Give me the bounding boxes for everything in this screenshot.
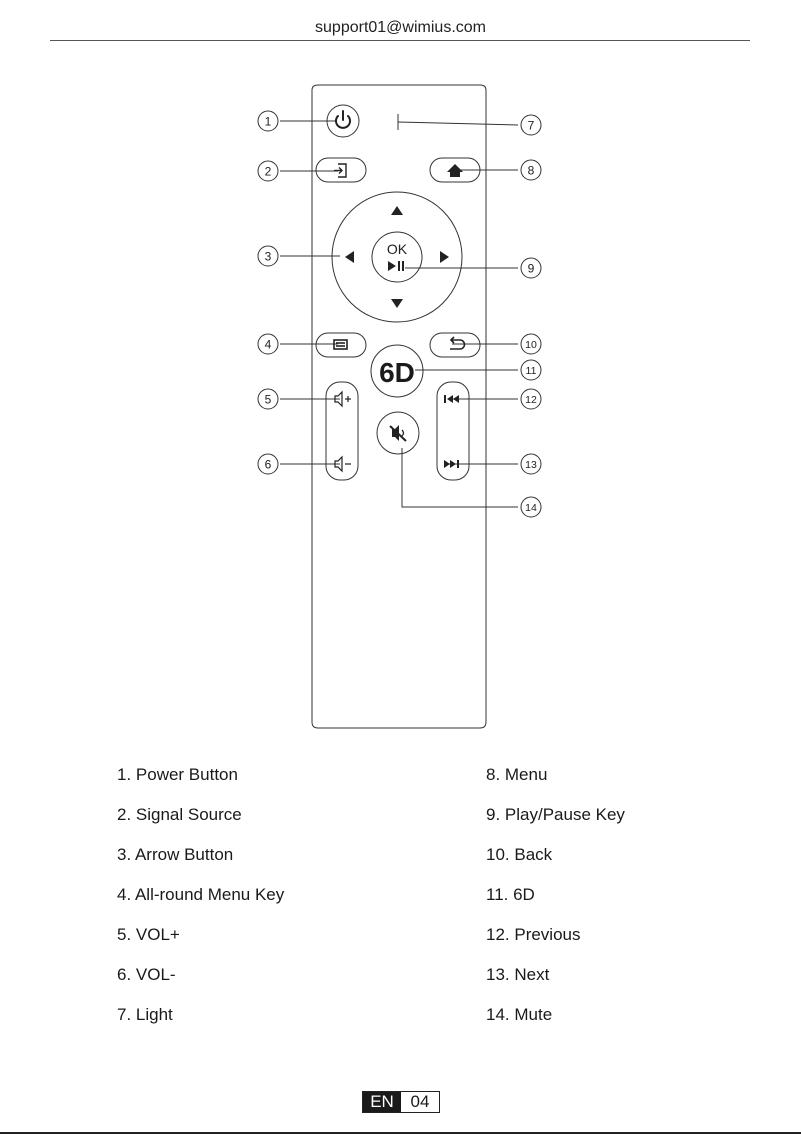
legend-item-11: 11. 6D xyxy=(486,885,535,905)
play-pause-icon xyxy=(388,261,404,271)
legend-item-8: 8. Menu xyxy=(486,765,547,785)
legend-item-12: 12. Previous xyxy=(486,925,581,945)
ok-button xyxy=(372,232,422,282)
callout-7: 7 xyxy=(528,119,535,133)
mute-icon xyxy=(390,425,406,441)
home-icon xyxy=(447,164,463,177)
legend-item-9: 9. Play/Pause Key xyxy=(486,805,625,825)
callout-2: 2 xyxy=(265,165,272,179)
arrow-right-icon xyxy=(440,251,449,263)
remote-body xyxy=(312,85,486,728)
callout-6: 6 xyxy=(265,458,272,472)
back-icon xyxy=(450,337,465,349)
legend-item-1: 1. Power Button xyxy=(117,765,238,785)
legend-item-7: 7. Light xyxy=(117,1005,173,1025)
arrow-down-icon xyxy=(391,299,403,308)
legend-item-2: 2. Signal Source xyxy=(117,805,242,825)
sixd-label: 6D xyxy=(379,357,415,388)
callout-4: 4 xyxy=(265,338,272,352)
arrow-left-icon xyxy=(345,251,354,263)
callout-8: 8 xyxy=(528,164,535,178)
remote-diagram: OK 6D xyxy=(0,0,801,740)
footer-divider xyxy=(0,1132,801,1134)
arrow-up-icon xyxy=(391,206,403,215)
page-tag: EN 04 xyxy=(362,1091,440,1113)
page-number: 04 xyxy=(401,1092,439,1112)
legend-item-13: 13. Next xyxy=(486,965,549,985)
input-source-icon xyxy=(334,164,346,177)
arrow-icons xyxy=(345,206,449,308)
legend-item-14: 14. Mute xyxy=(486,1005,552,1025)
callout-11: 11 xyxy=(526,365,537,377)
callout-10: 10 xyxy=(525,339,537,351)
callout-14: 14 xyxy=(525,502,537,514)
ok-label: OK xyxy=(387,241,408,257)
legend-item-10: 10. Back xyxy=(486,845,552,865)
callout-1: 1 xyxy=(265,115,272,129)
legend-item-3: 3. Arrow Button xyxy=(117,845,233,865)
back-button xyxy=(430,333,480,357)
legend-item-4: 4. All-round Menu Key xyxy=(117,885,284,905)
language-label: EN xyxy=(363,1092,401,1112)
power-icon xyxy=(336,111,350,128)
callout-3: 3 xyxy=(265,250,272,264)
callout-12: 12 xyxy=(525,394,537,406)
legend-item-6: 6. VOL- xyxy=(117,965,176,985)
callout-9: 9 xyxy=(528,262,535,276)
menu-button xyxy=(316,333,366,357)
callout-5: 5 xyxy=(265,393,272,407)
previous-icon xyxy=(444,395,459,403)
callout-13: 13 xyxy=(525,459,537,471)
legend-item-5: 5. VOL+ xyxy=(117,925,180,945)
